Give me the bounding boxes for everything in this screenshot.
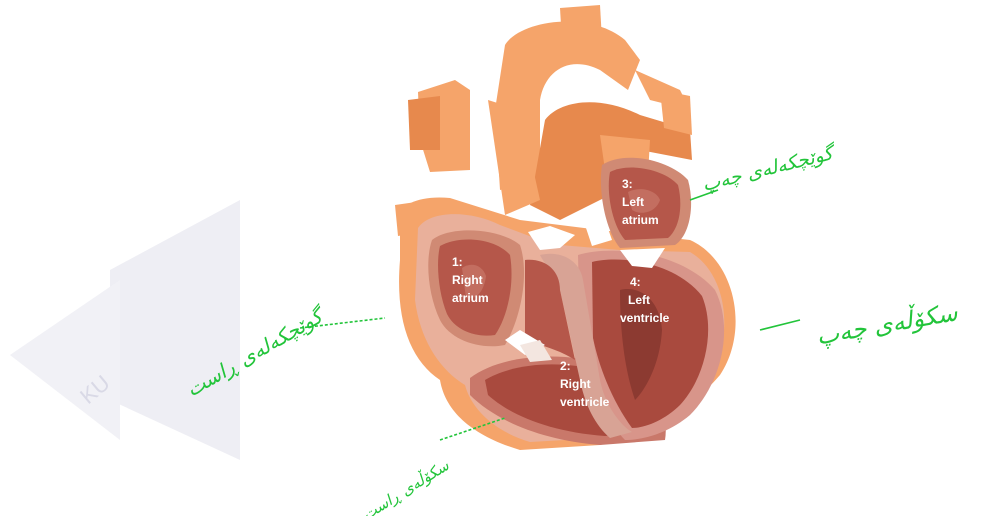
left-atrium-label-line1: Left [622,195,644,209]
leader-right [760,320,800,330]
watermark: KU [10,200,240,460]
note-left-atrium: گوێچکەلەی چەپ [700,140,840,196]
left-atrium-label-line2: atrium [622,213,659,227]
right-atrium-label-line2: atrium [452,291,489,305]
left-ventricle-label-line1: Left [628,293,650,307]
right-atrium-label-line1: Right [452,273,483,287]
left-ventricle-number: 4: [630,275,641,289]
note-left-ventricle: سکۆڵەی چەپ [814,296,961,350]
left-ventricle-label-line2: ventricle [620,311,670,325]
right-ventricle-label-line1: Right [560,377,591,391]
right-ventricle-number: 2: [560,359,571,373]
left-atrium-number: 3: [622,177,633,191]
note-right-ventricle: سکۆڵەی ڕاست [359,455,453,516]
right-atrium-number: 1: [452,255,463,269]
right-ventricle-label-line2: ventricle [560,395,610,409]
